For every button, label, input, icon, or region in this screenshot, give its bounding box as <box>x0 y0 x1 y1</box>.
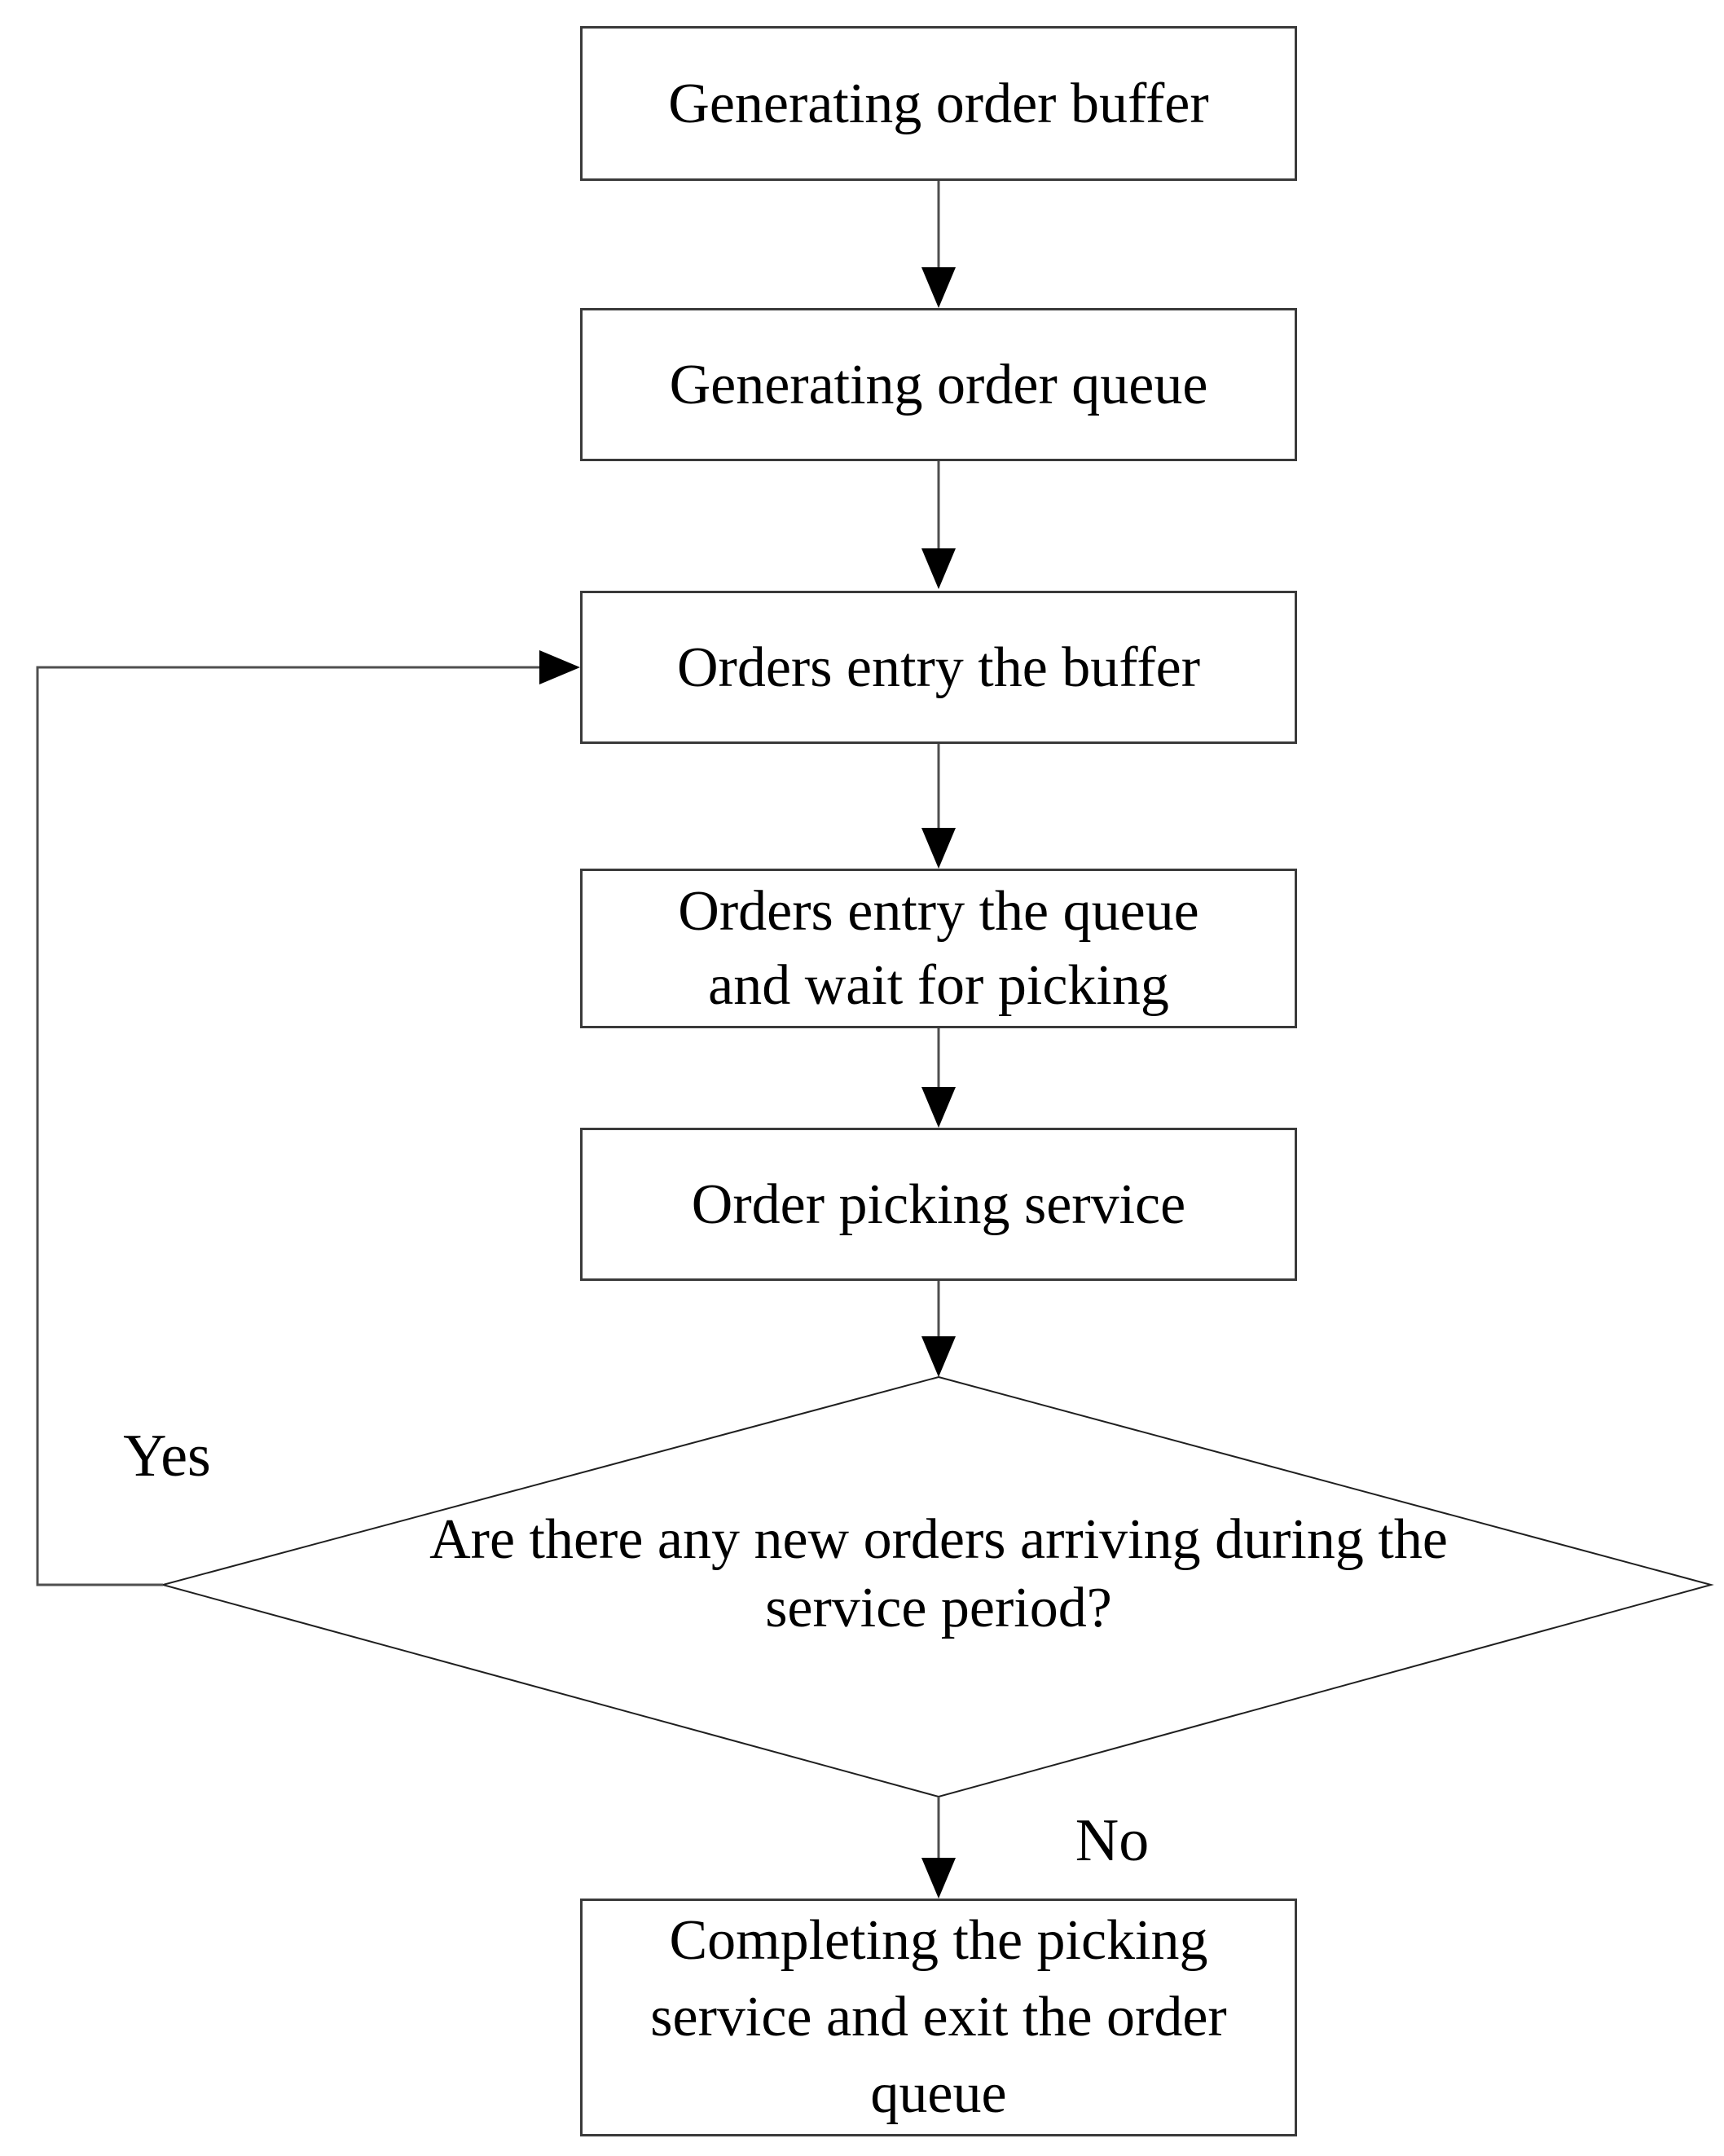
arrow-head-5 <box>921 1336 956 1377</box>
arrow-head-1 <box>921 267 956 308</box>
arrow-head-4 <box>921 1087 956 1128</box>
branch-label-yes: Yes <box>123 1423 211 1489</box>
node-completing-picking-service: Completing the picking service and exit … <box>580 1899 1297 2136</box>
arrow-head-no <box>921 1858 956 1899</box>
arrow-head-yes <box>539 650 580 684</box>
yes-loop-line <box>36 666 539 1586</box>
node-generating-order-buffer: Generating order buffer <box>580 26 1297 181</box>
branch-label-no: No <box>1075 1807 1150 1874</box>
node-order-picking-service: Order picking service <box>580 1128 1297 1281</box>
node-generating-order-queue: Generating order queue <box>580 308 1297 461</box>
arrow-head-2 <box>921 548 956 589</box>
arrow-head-3 <box>921 828 956 869</box>
node-orders-entry-queue: Orders entry the queue and wait for pick… <box>580 869 1297 1028</box>
decision-new-orders-question: Are there any new orders arriving during… <box>429 1508 1448 1639</box>
node-orders-entry-buffer: Orders entry the buffer <box>580 591 1297 744</box>
